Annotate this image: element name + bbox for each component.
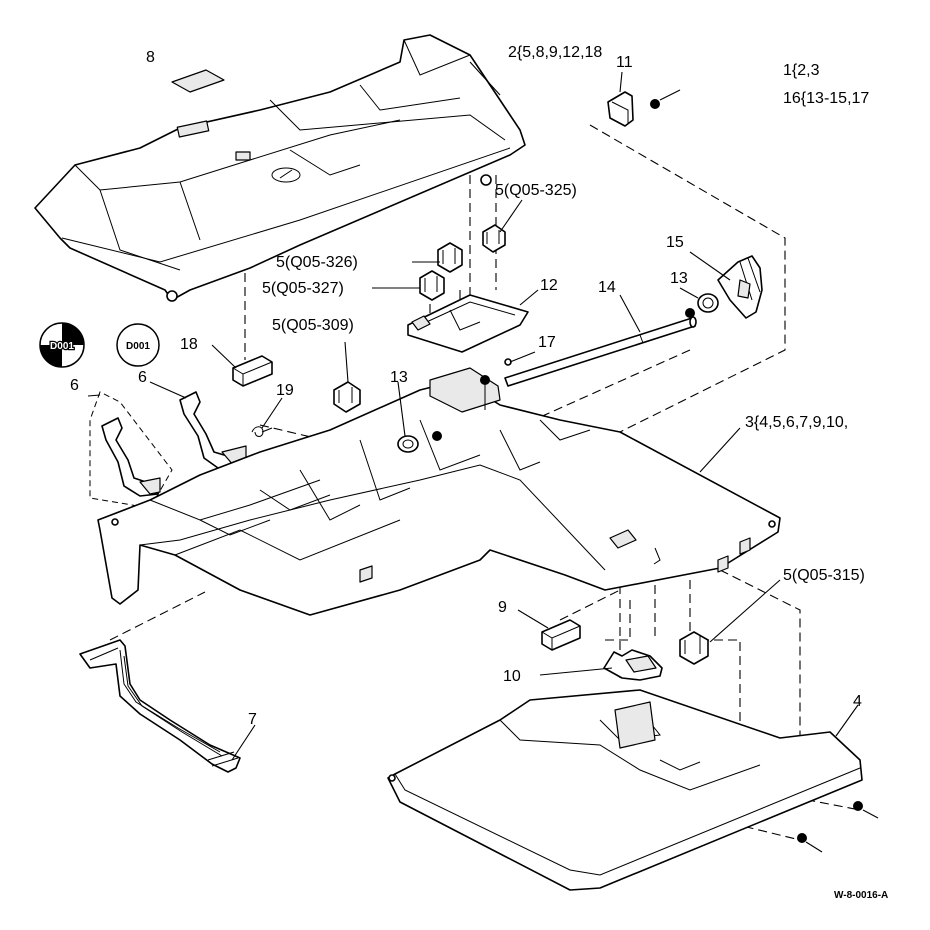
reference-mark-d001-half-black: D001	[39, 322, 85, 368]
part-12-sensor-bracket	[407, 294, 529, 353]
sensor-q05-326	[437, 242, 463, 273]
part-6-lever-inset	[89, 391, 173, 509]
callout-q05-325: 5(Q05-325)	[495, 182, 577, 199]
part-13-bushing-upper	[685, 293, 719, 318]
callout-12: 12	[540, 277, 558, 294]
part-8-label-plate	[171, 69, 225, 93]
part-6-lever	[179, 391, 247, 469]
sensor-q05-325	[482, 224, 506, 253]
reference-mark-d001-outline: D001	[116, 323, 160, 367]
callout-q05-327: 5(Q05-327)	[262, 280, 344, 297]
callout-13-lower: 13	[390, 369, 408, 386]
callout-18: 18	[180, 336, 198, 353]
part-7-flat-cable	[79, 639, 241, 773]
drawing-number: W-8-0016-A	[834, 890, 888, 901]
callout-7: 7	[248, 711, 257, 728]
part-2-document-tray	[34, 34, 526, 302]
callout-4: 4	[853, 693, 862, 710]
sensor-q05-327	[419, 270, 445, 301]
callout-3: 3{4,5,6,7,9,10,	[745, 414, 848, 431]
part-4-cover	[387, 689, 879, 891]
callout-11: 11	[616, 54, 633, 71]
callout-q05-326: 5(Q05-326)	[276, 254, 358, 271]
part-9-holder	[541, 619, 581, 651]
callout-2: 2{5,8,9,12,18	[508, 44, 602, 61]
part-10-actuator	[603, 649, 663, 681]
callout-14: 14	[598, 279, 616, 296]
callout-6-inset: 6	[70, 377, 79, 394]
part-11-bracket	[607, 89, 681, 127]
sensor-q05-309	[333, 381, 361, 413]
sensor-q05-315	[679, 631, 709, 665]
part-14-shaft	[504, 316, 697, 387]
callout-9: 9	[498, 599, 507, 616]
reference-label-1: D001	[50, 341, 74, 352]
callout-q05-309: 5(Q05-309)	[272, 317, 354, 334]
callout-q05-315: 5(Q05-315)	[783, 567, 865, 584]
part-15-gear	[717, 255, 763, 319]
callout-6-lever: 6	[138, 369, 147, 386]
part-18-holder	[232, 355, 273, 387]
header-note-16: 16{13-15,17	[783, 90, 869, 107]
callout-13-upper: 13	[670, 270, 688, 287]
callout-19: 19	[276, 382, 294, 399]
callout-17: 17	[538, 334, 556, 351]
part-19-spring	[251, 426, 273, 437]
leader-lines	[87, 61, 859, 761]
part-3-base-frame	[97, 367, 781, 616]
reference-label-2: D001	[126, 341, 150, 352]
callout-10: 10	[503, 668, 521, 685]
header-note-1: 1{2,3	[783, 62, 820, 79]
callout-15: 15	[666, 234, 684, 251]
callout-8: 8	[146, 49, 155, 66]
callout-labels: 8 2{5,8,9,12,18 11 1{2,3 16{13-15,17 5(Q…	[70, 44, 888, 901]
